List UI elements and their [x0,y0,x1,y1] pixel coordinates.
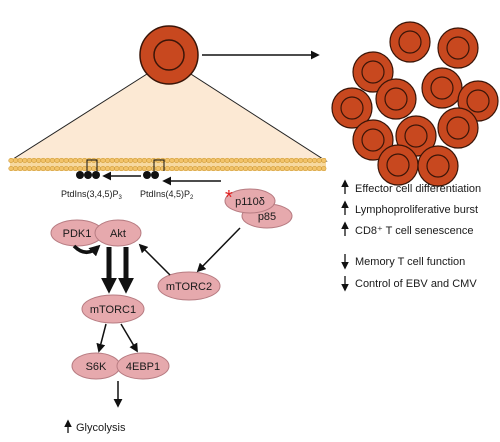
effect-down-item: Control of EBV and CMV [355,278,477,290]
expanded-cell [437,107,479,149]
expanded-cell [352,51,394,93]
svg-text:p85: p85 [258,211,276,223]
mtorc1-to-s6k-arrow [96,323,107,353]
svg-text:PDK1: PDK1 [63,228,92,240]
effects-decrease-list: Memory T cell function Control of EBV an… [341,254,477,292]
mtorc2-node: mTORC2 [157,271,221,301]
mtorc1-node: mTORC1 [81,294,145,324]
pdk1-to-akt-arrow [72,244,101,257]
expanded-cell [417,145,459,187]
cell-membrane [8,157,327,172]
effect-up-item: CD8⁺ T cell senescence [355,225,474,237]
akt-node: Akt [94,219,142,247]
mtorc2-to-akt-arrow [138,243,171,276]
pip3-marker [76,159,100,179]
mtorc1-to-4ebp1-arrow [120,323,138,353]
expanded-cell [377,144,419,186]
svg-text:p110δ: p110δ [235,196,265,208]
mutation-asterisk: * [225,187,233,209]
svg-text:mTORC1: mTORC1 [90,304,136,316]
effects-increase-list: Effector cell differentiation Lymphoprol… [341,179,481,237]
svg-text:4EBP1: 4EBP1 [126,361,160,373]
expanded-cell [331,87,373,129]
effect-up-item: Lymphoproliferative burst [355,204,478,216]
p110d-node: p110δ [224,188,276,214]
expanded-cell-cluster [331,21,499,187]
4ebp1-node: 4EBP1 [116,352,170,380]
s6k-node: S6K [71,352,121,380]
effect-up-item: Effector cell differentiation [355,183,481,195]
svg-text:S6K: S6K [86,361,107,373]
svg-text:Glycolysis: Glycolysis [76,422,126,434]
pi3k-to-mtorc2-arrow [196,227,241,273]
svg-text:mTORC2: mTORC2 [166,281,212,293]
pip2-marker [143,159,165,179]
effect-down-item: Memory T cell function [355,256,465,268]
expanded-cell [375,78,417,120]
glycolysis-outcome: Glycolysis [64,419,126,434]
single-cell [139,25,199,85]
pip3-label: PtdIns(3,4,5)P3 [61,189,123,201]
expanded-cell [421,67,463,109]
svg-text:Akt: Akt [110,228,126,240]
expanded-cell [352,119,394,161]
expanded-cell [389,21,431,63]
expanded-cell [437,27,479,69]
pip2-label: PtdIns(4,5)P2 [140,189,194,201]
